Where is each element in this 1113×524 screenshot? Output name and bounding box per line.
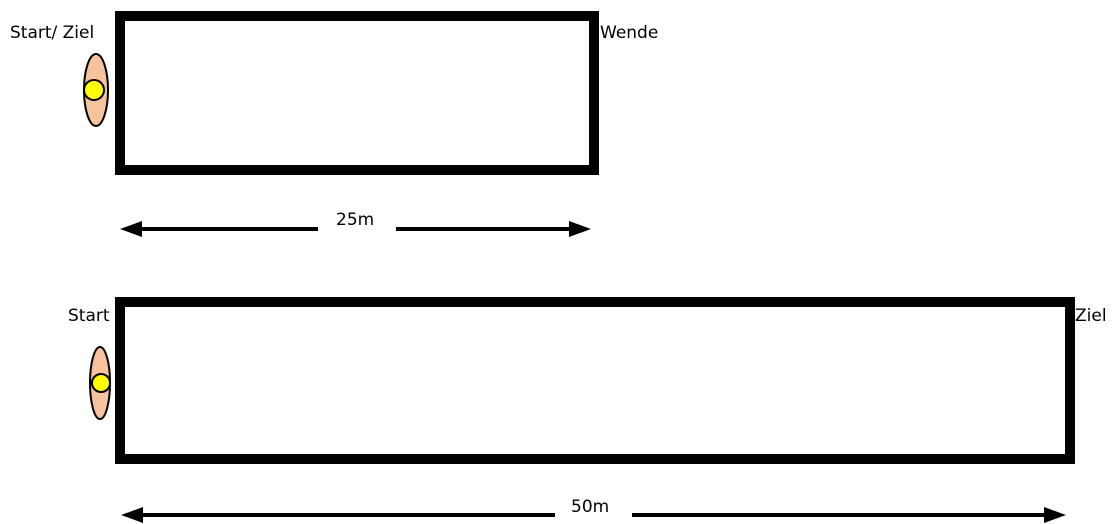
turn-label-25m: Wende: [600, 23, 659, 43]
swimmer-icon-50m: [89, 346, 111, 420]
pool-25m: [115, 11, 599, 175]
swimmer-icon-25m: [83, 53, 109, 127]
swimmer-head: [91, 373, 111, 393]
swimmer-head: [83, 79, 105, 101]
pool-50m: [115, 297, 1075, 464]
start-finish-label-25m: Start/ Ziel: [10, 23, 95, 43]
distance-label-25m: 25m: [336, 210, 375, 230]
finish-label-50m: Ziel: [1075, 306, 1107, 326]
start-label-50m: Start: [68, 306, 110, 326]
distance-label-50m: 50m: [571, 497, 610, 517]
